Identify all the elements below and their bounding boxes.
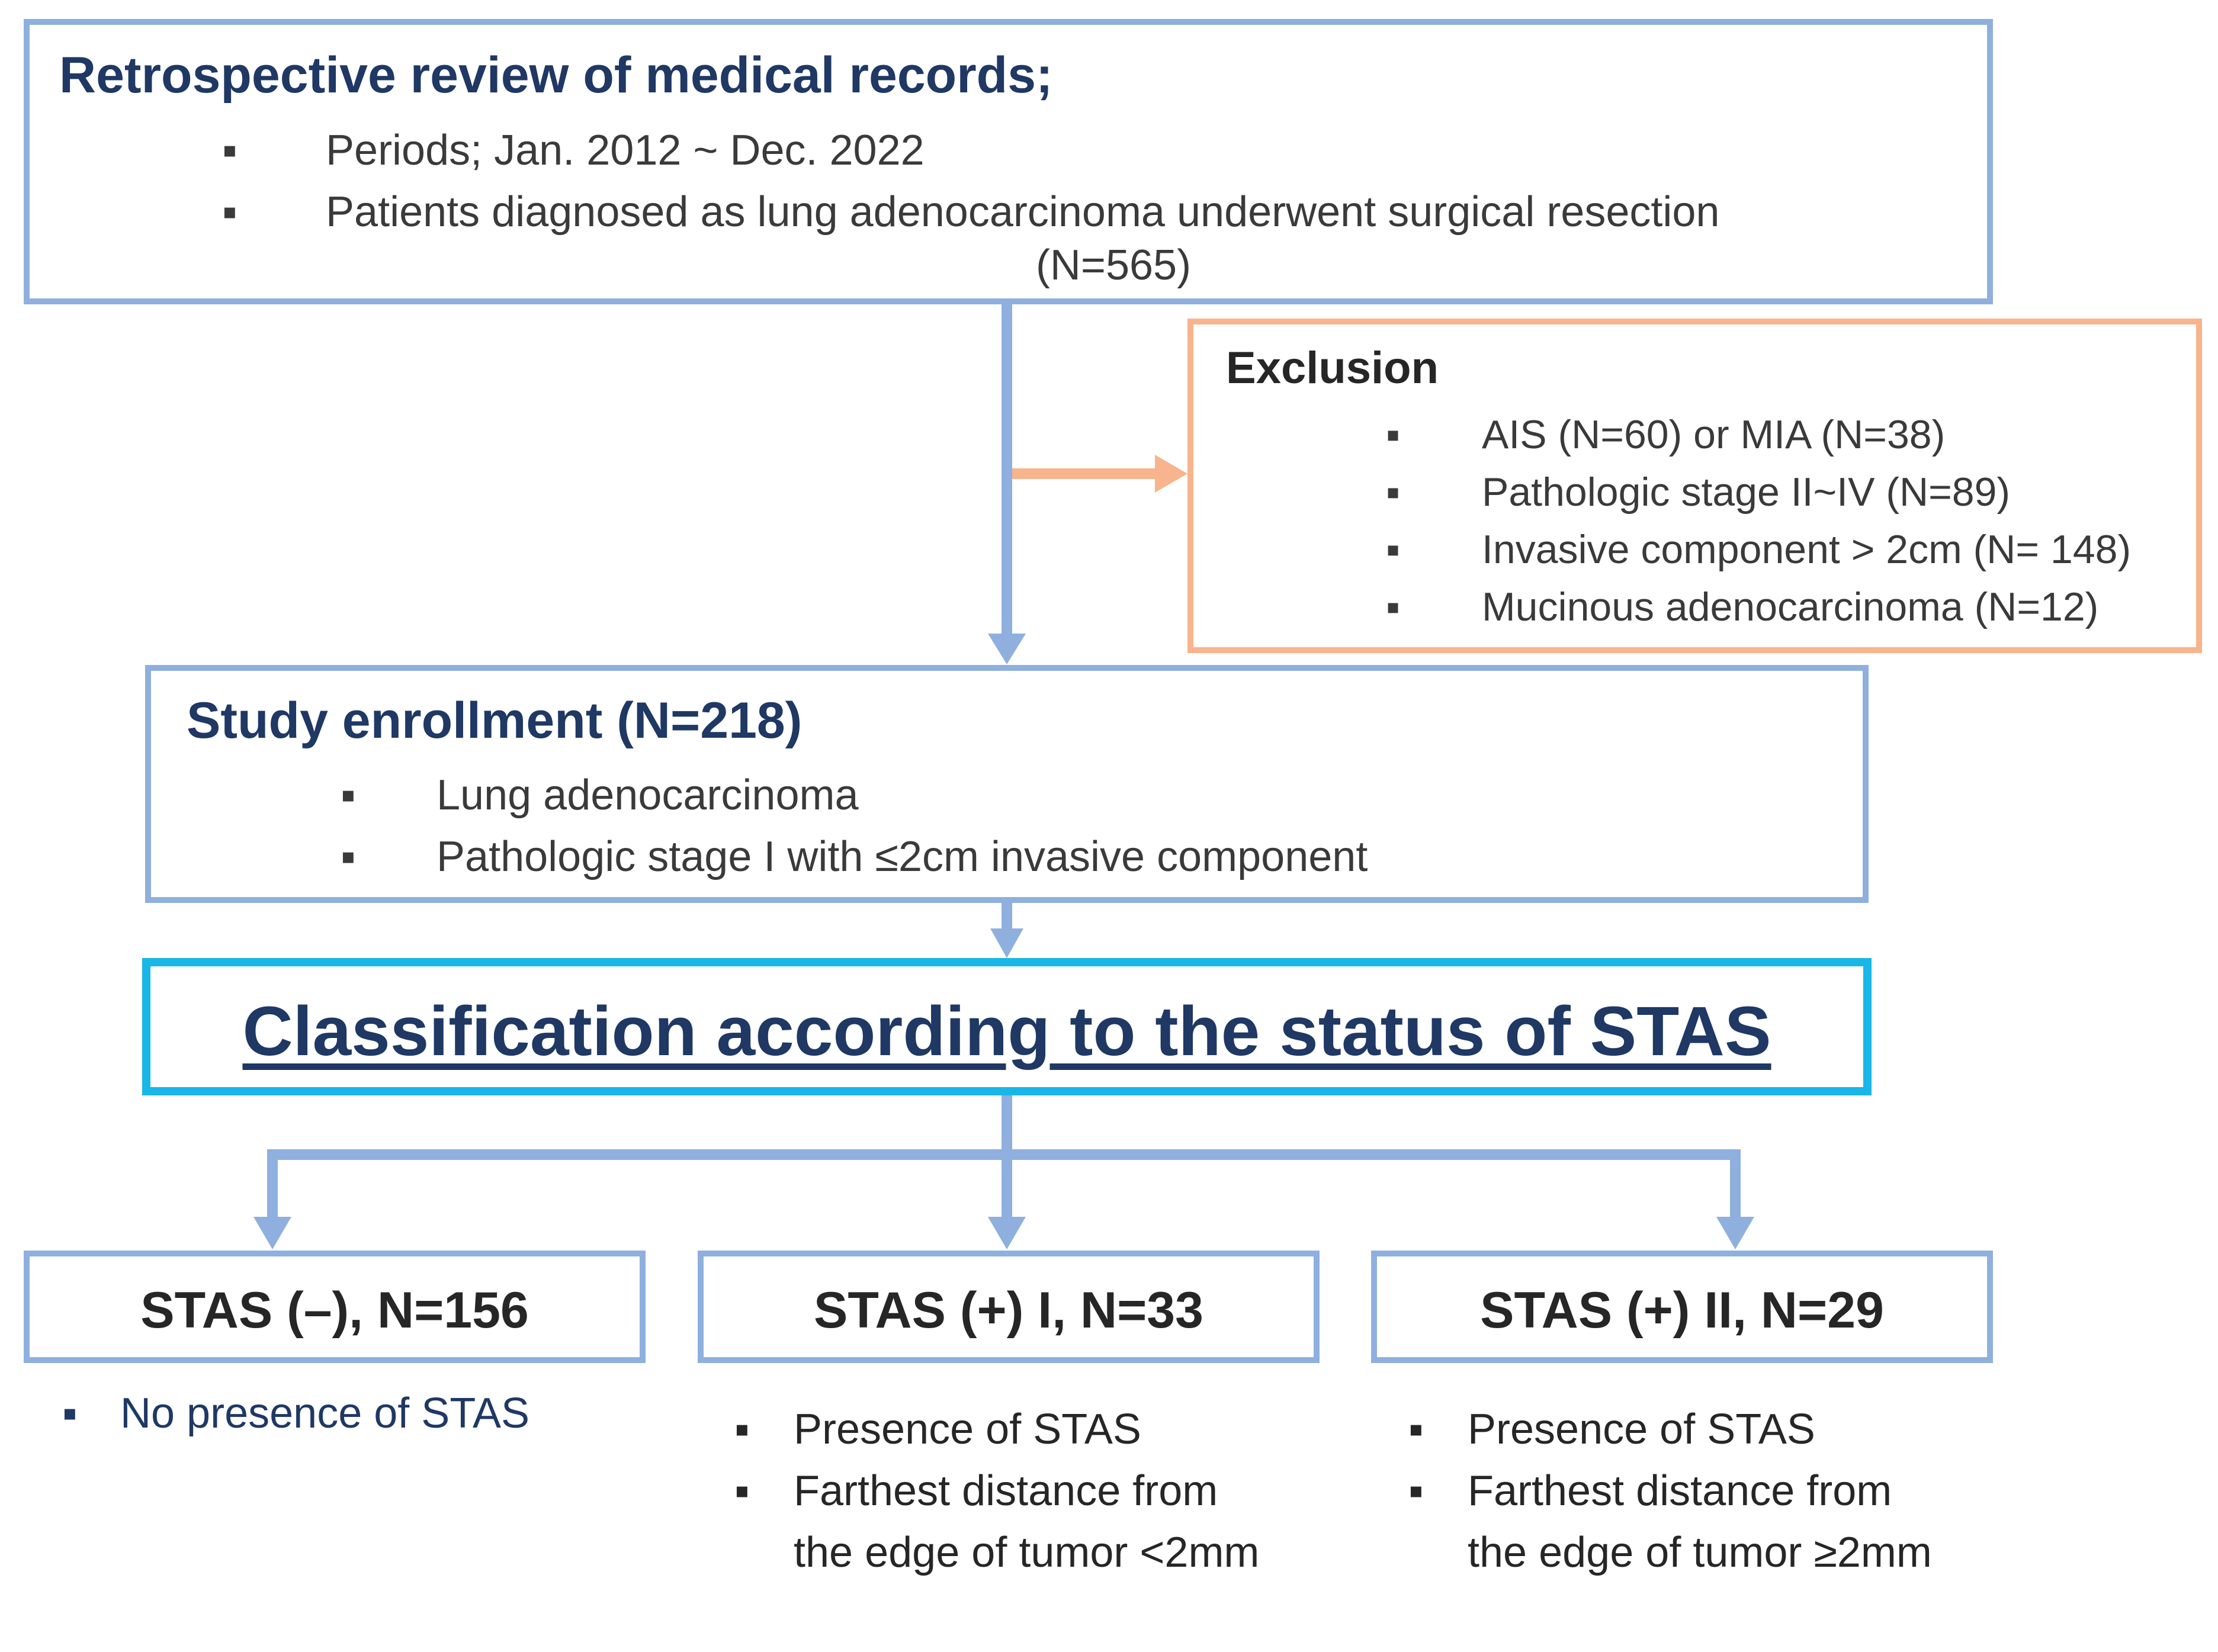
group-list-stas-negative: ▪ No presence of STAS	[62, 1383, 529, 1444]
connector-branch	[267, 1149, 1741, 1223]
group-box-stas-negative: STAS (–), N=156	[24, 1251, 646, 1363]
review-list: ▪ Periods; Jan. 2012 ~ Dec. 2022 ▪ Patie…	[222, 120, 1719, 243]
bullet-icon: ▪	[341, 833, 356, 880]
group-title-stas-negative: STAS (–), N=156	[140, 1282, 529, 1339]
review-box: Retrospective review of medical records;…	[24, 19, 1993, 304]
group-item-distance: Farthest distance from the edge of tumor…	[1468, 1467, 1932, 1576]
review-item-period: Periods; Jan. 2012 ~ Dec. 2022	[326, 127, 925, 174]
enrollment-box: Study enrollment (N=218) ▪ Lung adenocar…	[145, 665, 1869, 903]
bullet-icon: ▪	[734, 1406, 750, 1453]
arrowhead-exclusion	[1155, 455, 1187, 493]
bullet-icon: ▪	[734, 1467, 750, 1515]
list-item: ▪ Mucinous adenocarcinoma (N=12)	[1386, 578, 2131, 636]
classification-title: Classification according to the status o…	[242, 992, 1771, 1071]
arrowhead-group-positive-1	[988, 1217, 1026, 1249]
bullet-icon: ▪	[62, 1390, 78, 1437]
enrollment-title: Study enrollment (N=218)	[187, 692, 803, 749]
group-item-presence: Presence of STAS	[794, 1406, 1141, 1453]
exclusion-list: ▪ AIS (N=60) or MIA (N=38) ▪ Pathologic …	[1386, 406, 2131, 636]
list-item: ▪ Lung adenocarcinoma	[341, 764, 1368, 826]
group-item-no-stas: No presence of STAS	[120, 1390, 529, 1437]
list-item: ▪ Periods; Jan. 2012 ~ Dec. 2022	[222, 120, 1719, 181]
enrollment-list: ▪ Lung adenocarcinoma ▪ Pathologic stage…	[341, 764, 1368, 888]
arrowhead-group-positive-2	[1716, 1217, 1754, 1249]
arrowhead-enrollment	[988, 634, 1026, 664]
list-item: ▪ Pathologic stage II~IV (N=89)	[1386, 464, 2131, 521]
bullet-icon: ▪	[1386, 527, 1401, 572]
arrowhead-classification	[990, 928, 1023, 958]
list-item: ▪ Invasive component > 2cm (N= 148)	[1386, 521, 2131, 578]
list-item: ▪ Presence of STAS	[734, 1399, 1267, 1460]
enrollment-item-stage: Pathologic stage I with ≤2cm invasive co…	[436, 833, 1368, 880]
group-box-stas-positive-1: STAS (+) I, N=33	[698, 1251, 1320, 1363]
review-item-patients: Patients diagnosed as lung adenocarcinom…	[326, 188, 1720, 236]
exclusion-item-invasive: Invasive component > 2cm (N= 148)	[1482, 527, 2132, 572]
bullet-icon: ▪	[1408, 1467, 1424, 1515]
list-item: ▪ Patients diagnosed as lung adenocarcin…	[222, 181, 1719, 243]
list-item: ▪ No presence of STAS	[62, 1383, 529, 1444]
list-item: ▪ Farthest distance from the edge of tum…	[1408, 1460, 1941, 1583]
list-item: ▪ AIS (N=60) or MIA (N=38)	[1386, 406, 2131, 464]
group-item-distance: Farthest distance from the edge of tumor…	[794, 1467, 1260, 1576]
bullet-icon: ▪	[341, 772, 356, 819]
bullet-icon: ▪	[1386, 584, 1401, 629]
bullet-icon: ▪	[1386, 412, 1401, 457]
group-list-stas-positive-2: ▪ Presence of STAS ▪ Farthest distance f…	[1408, 1399, 1941, 1583]
enrollment-item-histology: Lung adenocarcinoma	[436, 772, 859, 819]
group-item-presence: Presence of STAS	[1468, 1406, 1815, 1453]
bullet-icon: ▪	[1408, 1406, 1424, 1453]
bullet-icon: ▪	[1386, 470, 1401, 515]
arrowhead-group-negative	[253, 1217, 291, 1249]
group-title-stas-positive-1: STAS (+) I, N=33	[814, 1282, 1203, 1339]
review-title: Retrospective review of medical records;	[59, 47, 1053, 104]
list-item: ▪ Farthest distance from the edge of tum…	[734, 1460, 1267, 1583]
bullet-icon: ▪	[222, 188, 237, 236]
exclusion-item-stage: Pathologic stage II~IV (N=89)	[1482, 470, 2011, 515]
exclusion-box: Exclusion ▪ AIS (N=60) or MIA (N=38) ▪ P…	[1187, 319, 2202, 653]
bullet-icon: ▪	[222, 127, 237, 174]
list-item: ▪ Pathologic stage I with ≤2cm invasive …	[341, 826, 1368, 888]
exclusion-item-mucinous: Mucinous adenocarcinoma (N=12)	[1482, 584, 2099, 629]
group-box-stas-positive-2: STAS (+) II, N=29	[1371, 1251, 1993, 1363]
exclusion-title: Exclusion	[1226, 343, 1439, 393]
group-title-stas-positive-2: STAS (+) II, N=29	[1480, 1282, 1884, 1339]
review-count: (N=565)	[1035, 242, 1192, 289]
classification-box: Classification according to the status o…	[142, 958, 1872, 1095]
list-item: ▪ Presence of STAS	[1408, 1399, 1941, 1460]
exclusion-item-ais-mia: AIS (N=60) or MIA (N=38)	[1482, 412, 1946, 457]
group-list-stas-positive-1: ▪ Presence of STAS ▪ Farthest distance f…	[734, 1399, 1267, 1583]
